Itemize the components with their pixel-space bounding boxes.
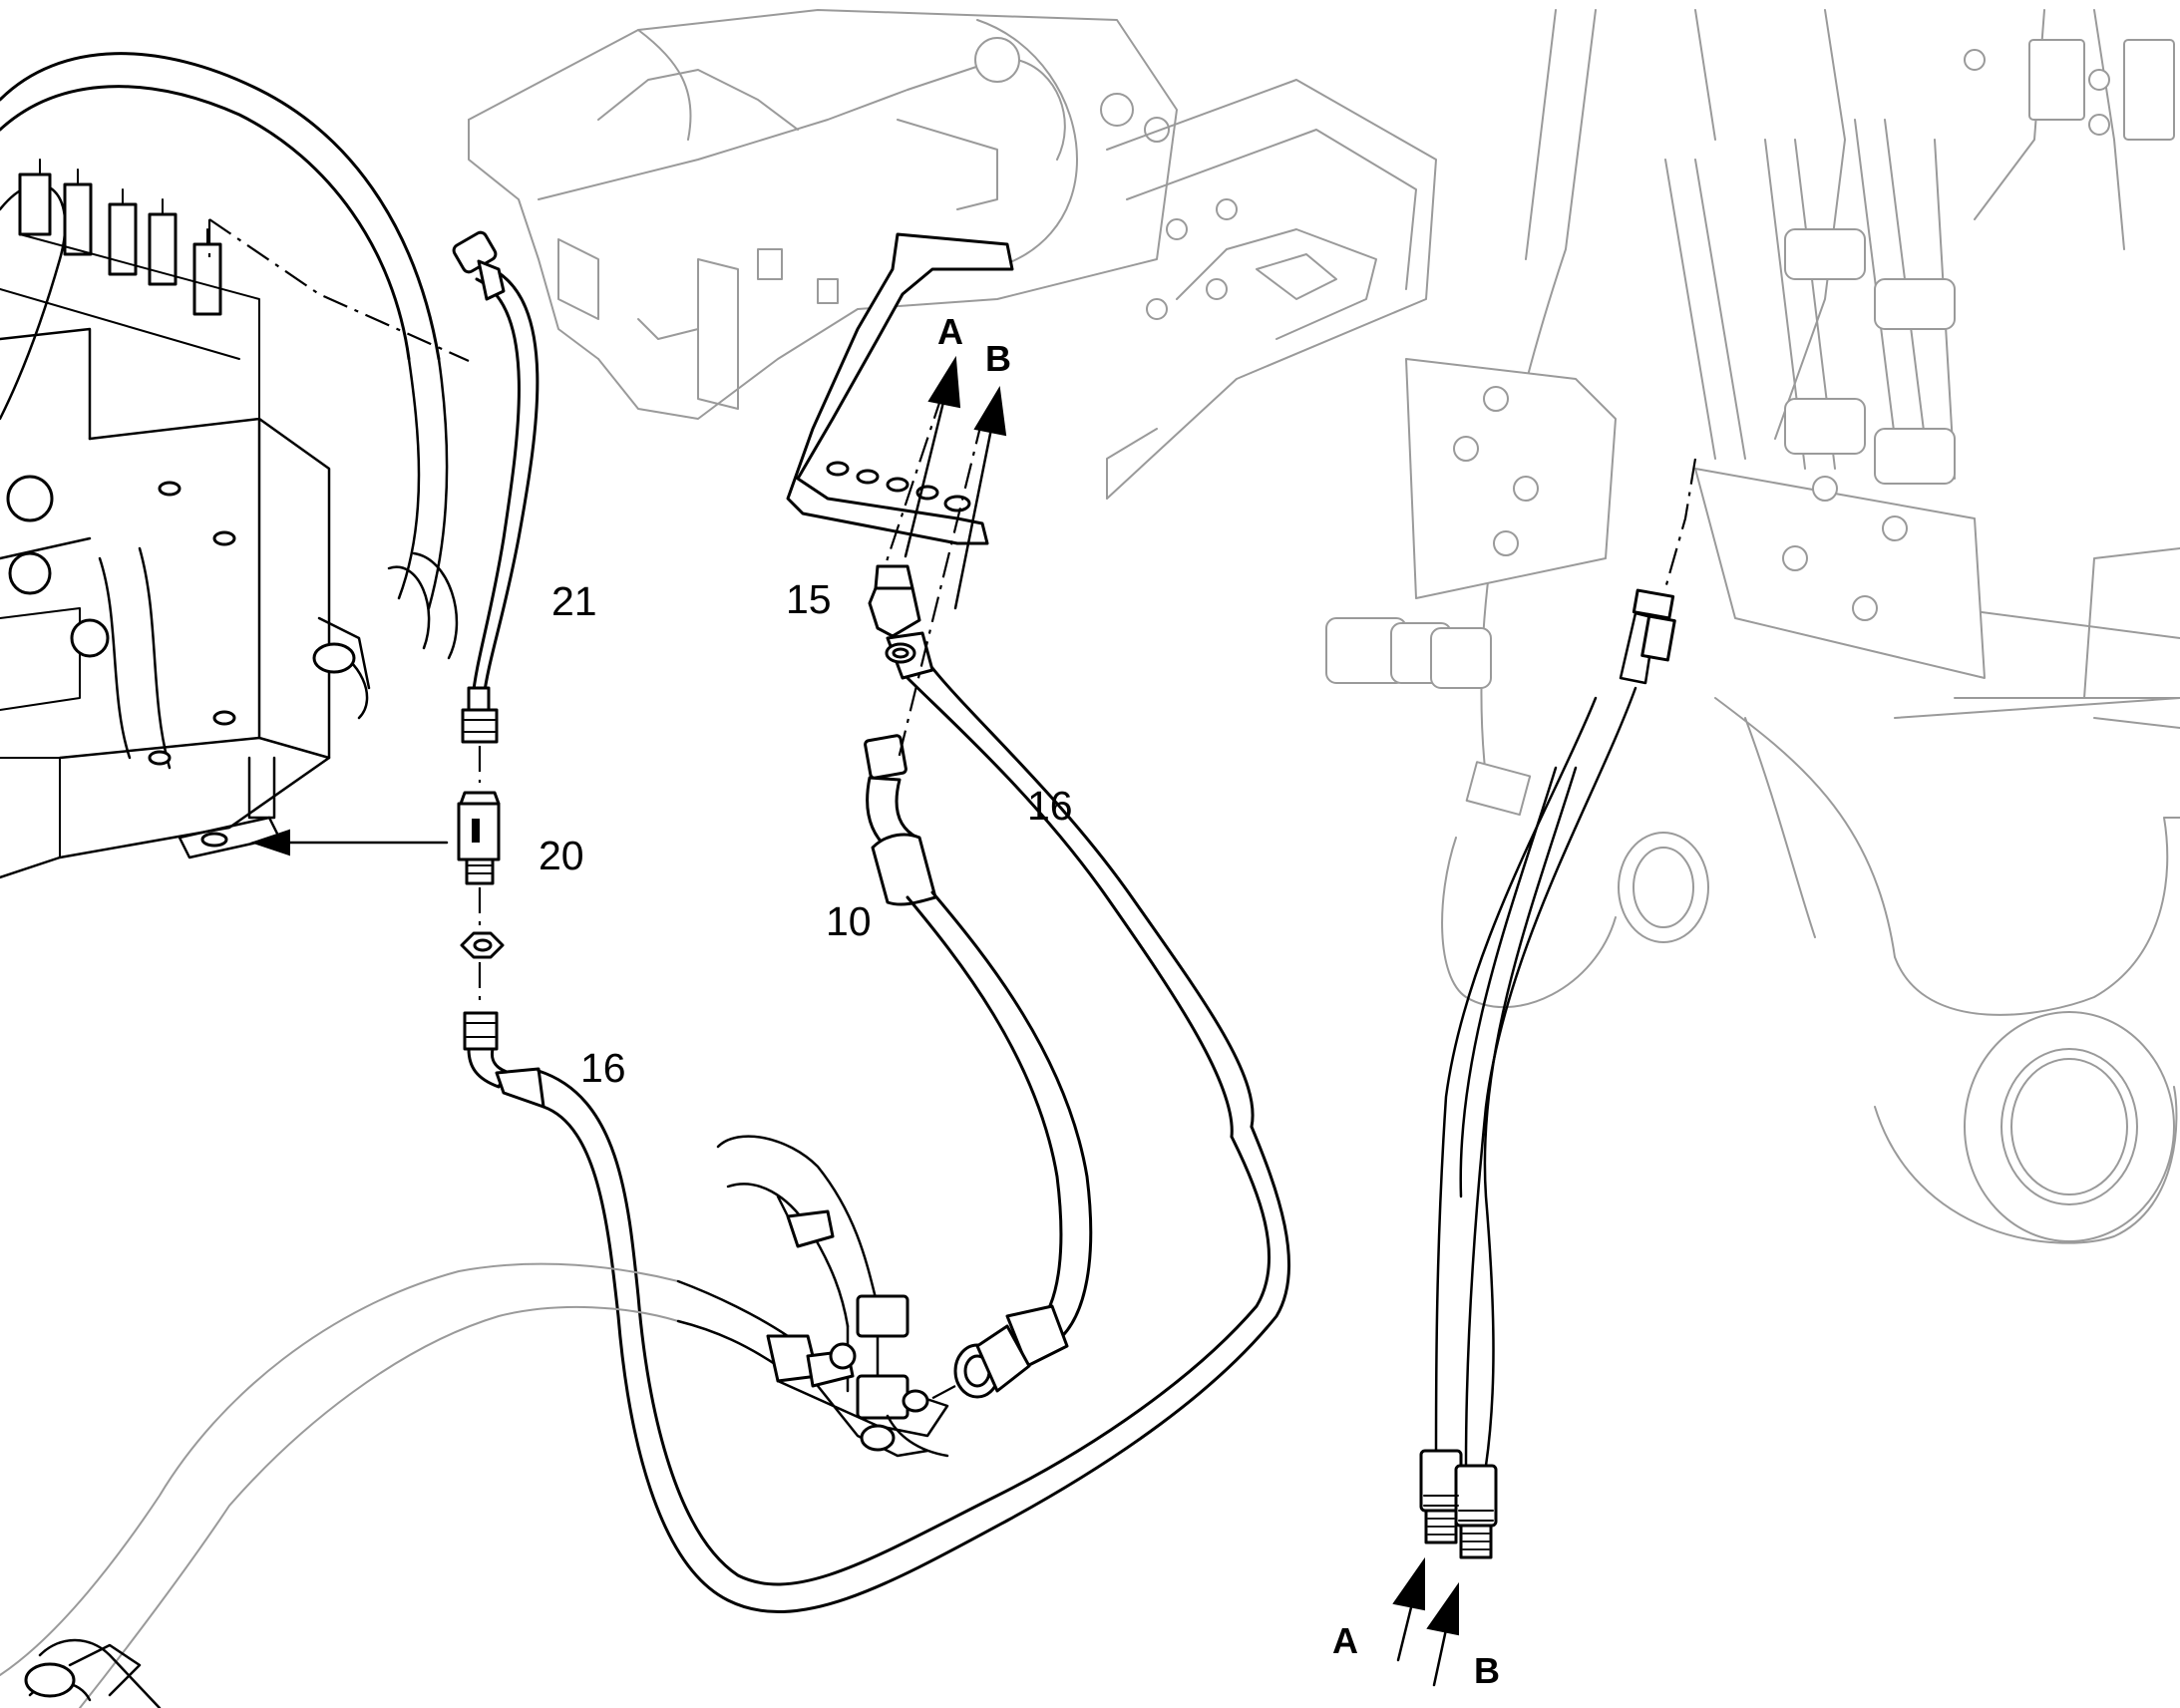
valve-fittings xyxy=(0,159,260,420)
hose-21 xyxy=(452,230,540,744)
label-port-a-lower: A xyxy=(1332,1620,1358,1661)
label-port-b-lower: B xyxy=(1474,1650,1500,1691)
callout-10: 10 xyxy=(826,898,872,944)
hose-16-right xyxy=(886,631,1255,1139)
centerline-b xyxy=(896,418,984,764)
hose-16-left xyxy=(463,1011,1290,1614)
upper-port-arrow-a xyxy=(904,355,961,558)
label-port-b-upper: B xyxy=(985,338,1011,379)
valve-plate-bolts xyxy=(1453,49,2110,621)
lower-port-arrow-b xyxy=(1426,1581,1459,1687)
fitting-20-assembly xyxy=(249,746,505,1007)
valve-couplers xyxy=(1325,39,2175,689)
lower-couplers xyxy=(1419,1449,1498,1559)
callout-20: 20 xyxy=(539,833,584,878)
lower-port-arrow-a xyxy=(1392,1556,1425,1662)
valve-block-assembly xyxy=(0,52,470,879)
bottom-left-hose-fitting xyxy=(24,1638,162,1708)
tee-manifold xyxy=(0,1135,949,1708)
callout-21: 21 xyxy=(551,578,597,624)
upper-port-arrow-b xyxy=(953,386,1007,610)
callout-16-right: 16 xyxy=(1027,783,1073,829)
loader-arm-valve-block xyxy=(1325,9,2180,1244)
fitting-15 xyxy=(868,564,921,664)
centerline-a xyxy=(884,393,944,565)
loader-hose-pair xyxy=(1419,458,1697,1559)
tractor-frame-outline xyxy=(468,9,1437,500)
hose-10 xyxy=(864,734,1093,1402)
callout-16-left: 16 xyxy=(580,1045,626,1091)
plate-bolts xyxy=(148,481,236,766)
label-port-a-upper: A xyxy=(937,311,963,352)
callout-15: 15 xyxy=(786,576,832,622)
